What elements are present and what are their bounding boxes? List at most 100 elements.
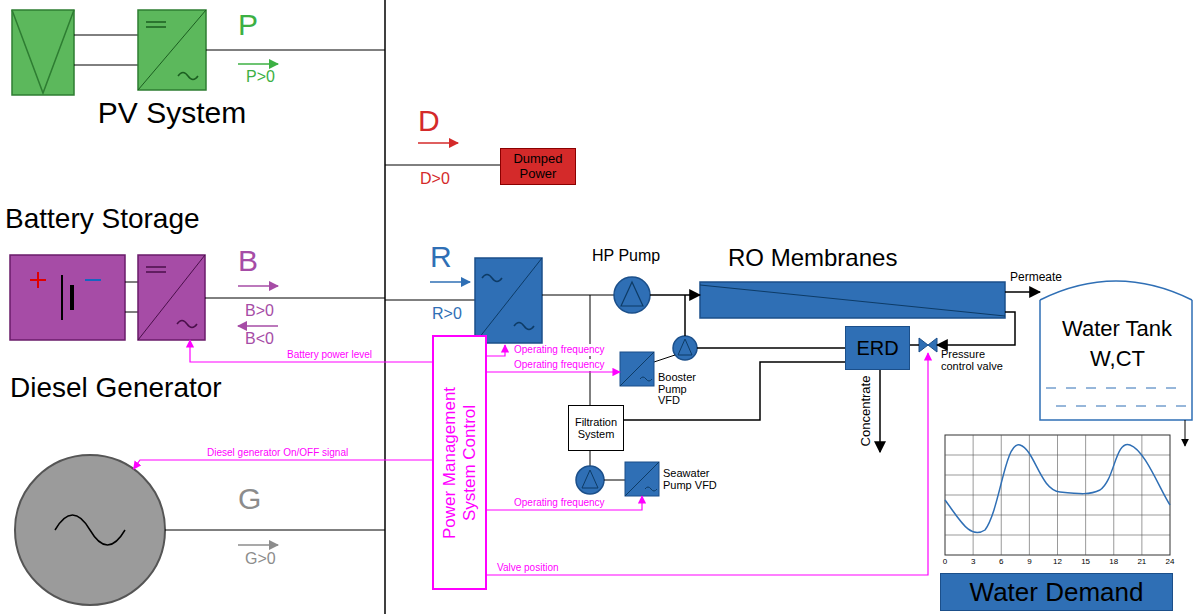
water-pipe xyxy=(910,344,919,346)
dump-wire xyxy=(385,165,500,166)
node-label: Water Tank xyxy=(1062,316,1172,341)
grid-line xyxy=(945,475,1170,476)
filter-box: Filtration System xyxy=(568,405,624,451)
component-heading: Battery Storage xyxy=(5,203,200,235)
seawater-feed xyxy=(590,451,591,466)
node-label: Water Demand xyxy=(970,579,1144,605)
booster-vfd-symbol xyxy=(620,352,654,386)
pv-inverter: PV System xyxy=(138,10,206,90)
axis-tick: 15 xyxy=(1081,557,1090,566)
grid-line xyxy=(945,495,1170,496)
node-label: Seawater Pump VFD xyxy=(663,468,721,491)
converter-output xyxy=(542,295,614,296)
axis-tick: 6 xyxy=(999,557,1003,566)
generator-circle: Diesel Generator xyxy=(15,455,165,605)
power-flow-label: B<0 xyxy=(245,330,274,348)
power-flow-label: R>0 xyxy=(432,305,462,323)
power-flow-label: B xyxy=(238,244,258,279)
membrane-box: RO Membranes xyxy=(700,282,1005,318)
power-flow-label: D xyxy=(418,104,440,139)
vfd-box: Seawater Pump VFD xyxy=(625,462,659,496)
hp-pump-symbol xyxy=(614,277,650,313)
pump-circle: HP Pump xyxy=(614,277,650,313)
control-signal-line xyxy=(487,345,505,356)
power-flow-arrow xyxy=(238,285,278,287)
vfd-box: Booster Pump VFD xyxy=(620,352,654,386)
component-heading: Diesel Generator xyxy=(10,372,222,404)
pv-inverter xyxy=(138,10,206,90)
node-label: Dumped Power xyxy=(501,152,575,181)
dump-load-box: Dumped Power xyxy=(500,148,576,185)
ac-bus xyxy=(384,0,386,614)
seawater-pump-symbol xyxy=(576,466,625,494)
water-pipe xyxy=(624,362,845,420)
diesel-generator-symbol xyxy=(15,455,165,605)
signal-label: Diesel generator On/OFF signal xyxy=(205,447,350,459)
valve-symbol xyxy=(919,338,937,352)
power-flow-label: P>0 xyxy=(246,68,275,86)
battery-bank xyxy=(10,255,138,340)
stream-label: Concentrate xyxy=(859,376,874,447)
power-flow-label: B>0 xyxy=(245,302,274,320)
node-label: ERD xyxy=(856,337,898,359)
power-flow-label: D>0 xyxy=(420,170,450,188)
control-signal-line xyxy=(487,496,642,510)
water-tank-outline xyxy=(1040,281,1192,446)
erd-box: ERD xyxy=(845,326,910,370)
signal-label: Operating frequency xyxy=(512,497,607,509)
control-signal-line xyxy=(487,353,928,575)
component-heading: PV System xyxy=(78,96,266,131)
generator-wire xyxy=(165,530,385,531)
grid-line xyxy=(945,535,1170,536)
power-flow-arrow xyxy=(430,281,470,283)
axis-tick: 3 xyxy=(971,557,975,566)
component-heading: HP Pump xyxy=(592,247,660,265)
water-pipe xyxy=(650,294,700,296)
power-flow-label: R xyxy=(430,240,452,275)
power-flow-arrow xyxy=(238,63,278,65)
ro-feed-wire xyxy=(385,300,475,301)
battery-inverter xyxy=(138,255,205,340)
signal-label: Operating frequency xyxy=(512,344,607,356)
node-label: Power Management System Control xyxy=(440,375,479,550)
valve-box: Pressure control valve xyxy=(919,337,937,353)
booster-pump-symbol xyxy=(654,295,845,362)
power-flow-arrow xyxy=(418,142,458,144)
control-signal-line xyxy=(134,460,432,469)
grid-line xyxy=(945,515,1170,516)
battery-wire xyxy=(205,298,385,299)
signal-label: Permeate xyxy=(1008,271,1064,285)
power-flow-label: G>0 xyxy=(245,550,276,568)
axis-tick: 9 xyxy=(1027,557,1031,566)
demand-box: Water Demand xyxy=(940,573,1173,611)
node-label: W,CT xyxy=(1090,346,1145,371)
axis-tick: 21 xyxy=(1137,557,1146,566)
ro-converter xyxy=(475,258,542,343)
node-label: Filtration System xyxy=(569,416,623,440)
water-pipe xyxy=(1005,291,1040,293)
power-flow-label: G xyxy=(238,482,261,517)
power-flow-arrow xyxy=(238,544,278,546)
grid-line xyxy=(945,455,1170,456)
control-box: Power Management System Control xyxy=(432,335,487,590)
power-flow-arrow xyxy=(238,325,278,327)
signal-label: Valve position xyxy=(495,562,561,574)
axis-tick: 12 xyxy=(1053,557,1062,566)
axis-tick: 24 xyxy=(1166,557,1175,566)
seawater-vfd-symbol xyxy=(625,462,659,496)
power-flow-label: P xyxy=(238,8,258,43)
signal-label: Operating frequency xyxy=(512,359,607,371)
signal-label: Battery power level xyxy=(285,349,374,361)
demand-chart xyxy=(945,435,1170,555)
ro-membrane-vessel xyxy=(700,282,1005,318)
concentrate-outlet xyxy=(879,370,881,452)
node-label: Pressure control valve xyxy=(941,349,1003,372)
battery-inverter: Battery Storage xyxy=(138,255,205,340)
component-heading: RO Membranes xyxy=(728,244,897,272)
pv-feed-wire xyxy=(206,50,385,51)
water-tank: Water TankW,CT xyxy=(1040,300,1192,420)
node-label: Booster Pump VFD xyxy=(658,372,700,407)
